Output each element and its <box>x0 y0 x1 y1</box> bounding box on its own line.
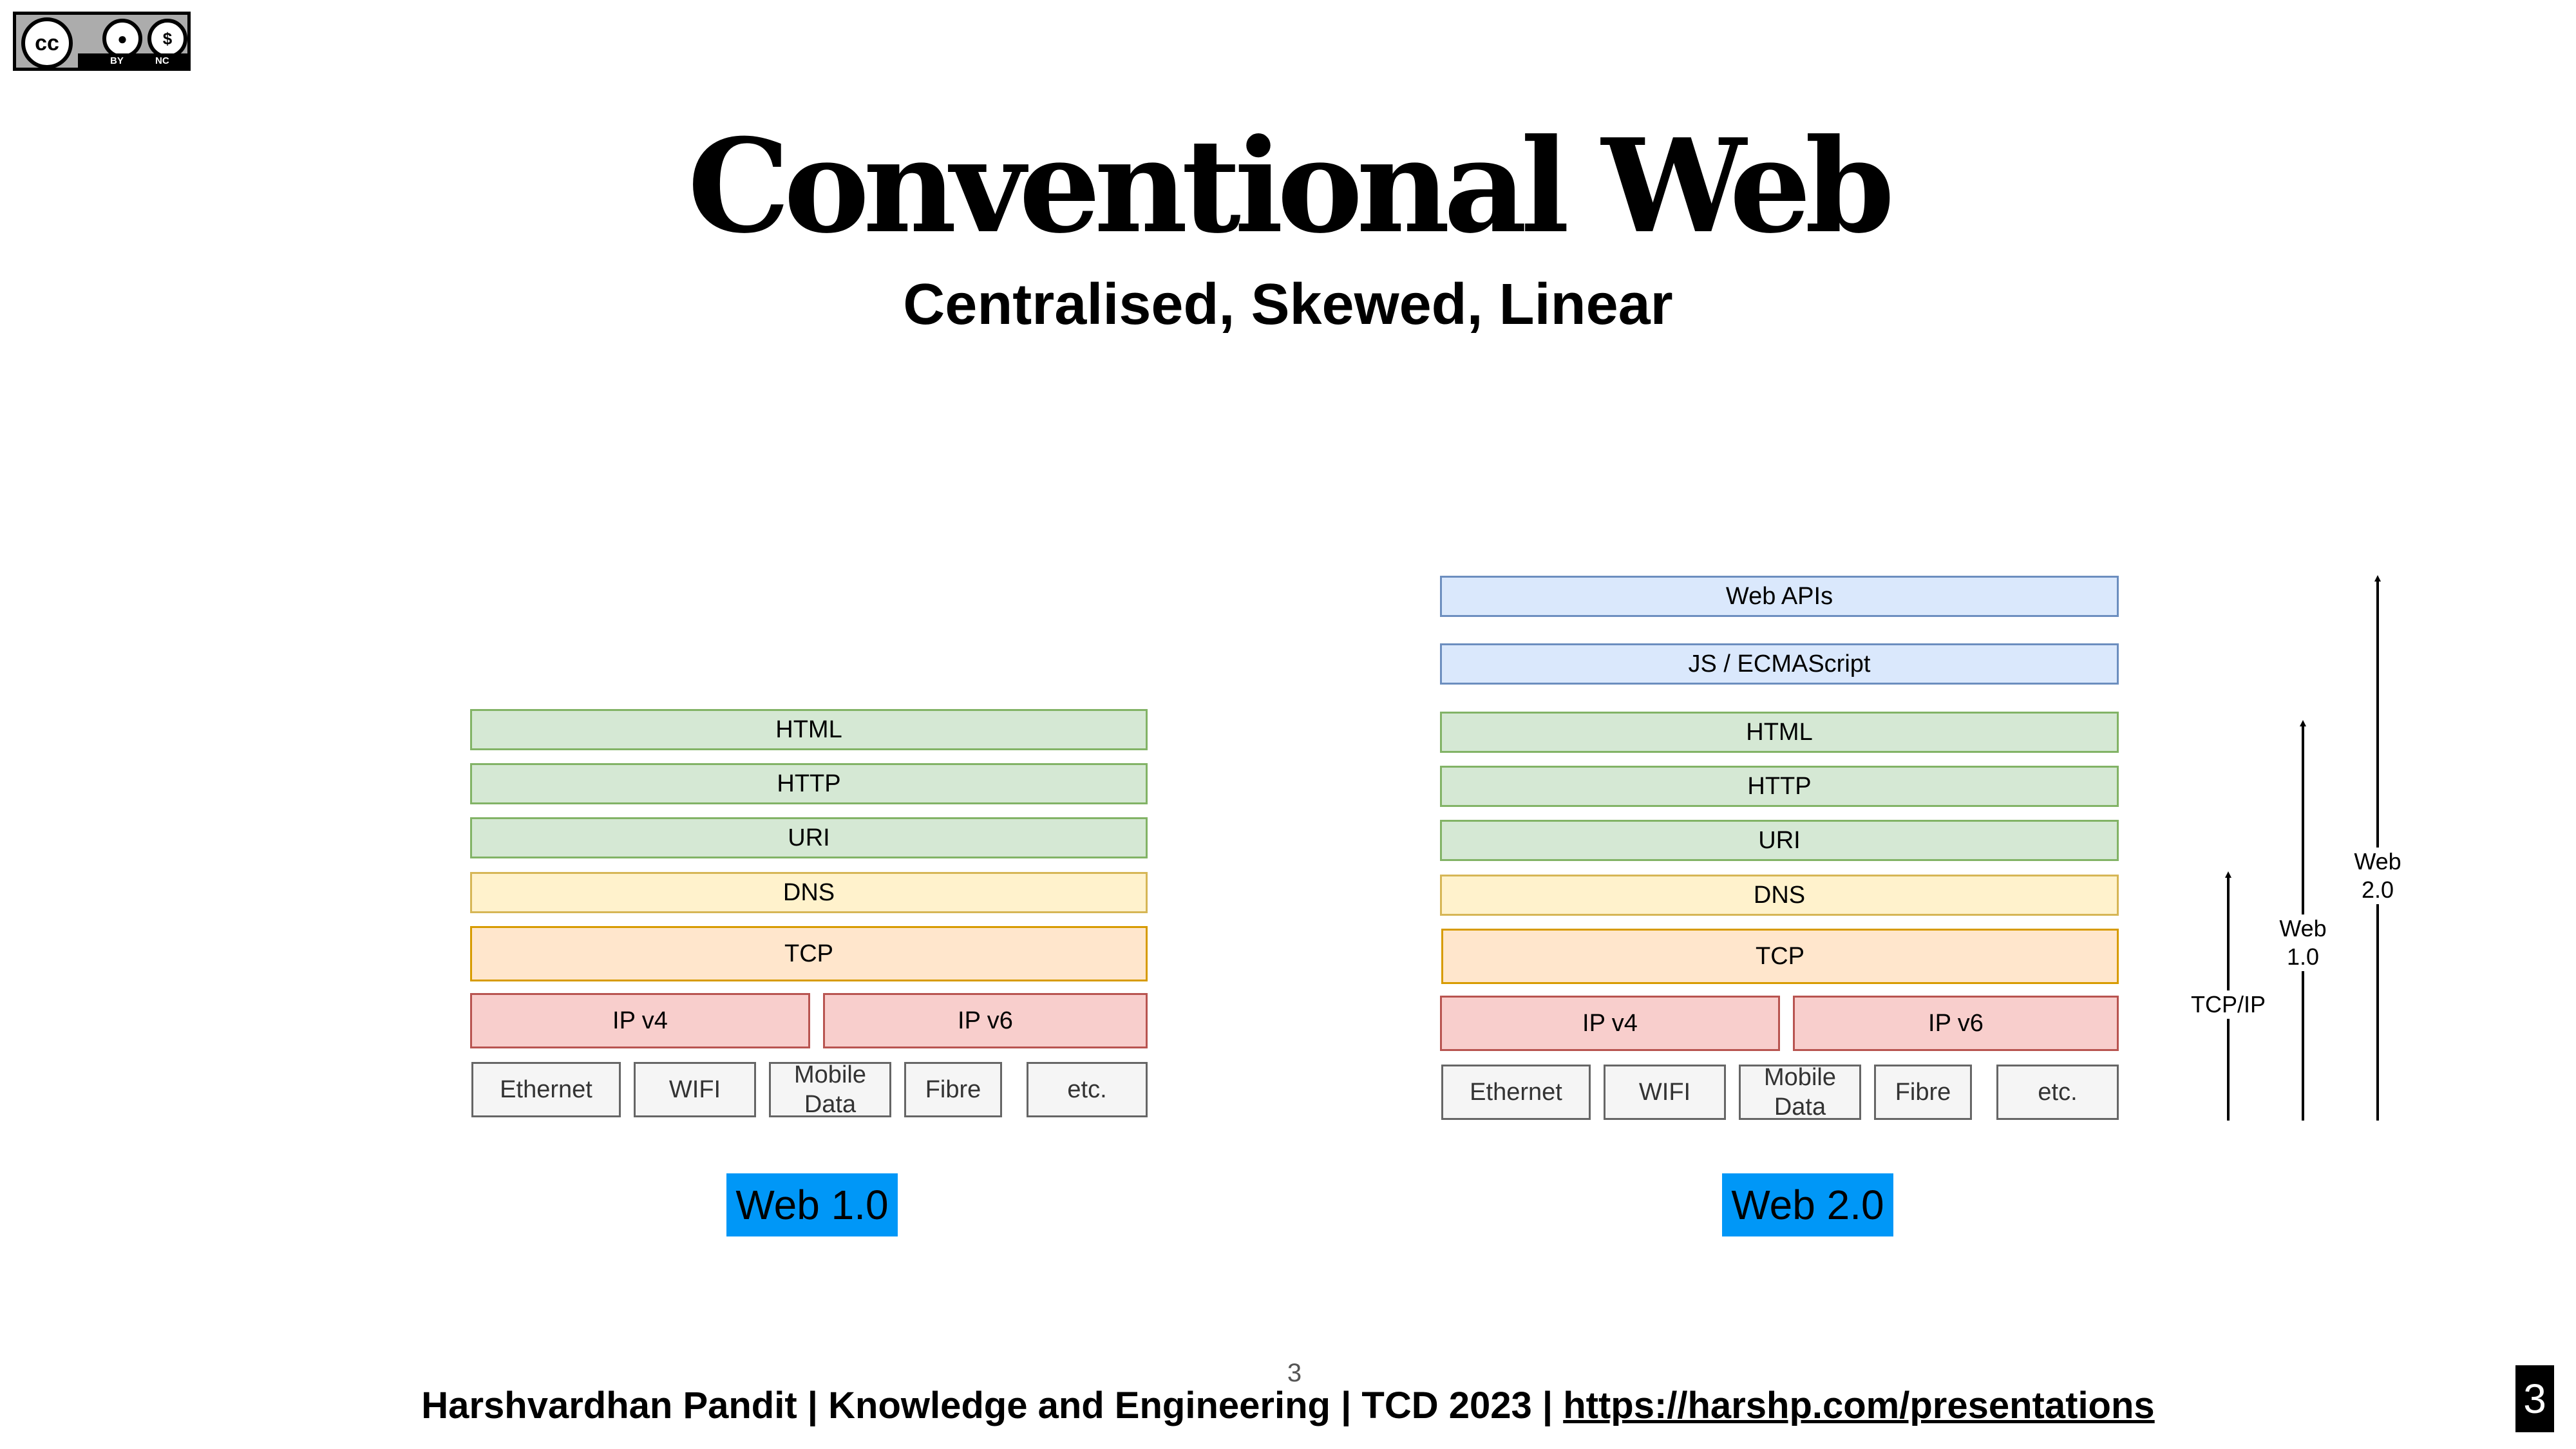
license-strip: BY NC <box>78 53 187 68</box>
web2-html-layer: HTML <box>1440 712 2119 753</box>
web1-ethernet-layer: Ethernet <box>471 1062 621 1117</box>
web1-etc-layer: etc. <box>1027 1062 1148 1117</box>
by-label: BY <box>110 55 124 66</box>
page-number: 3 <box>1287 1359 1302 1387</box>
noncommercial-icon: $ <box>147 19 187 59</box>
slide-title: Conventional Web <box>687 111 1895 262</box>
web1-ipv4-layer: IP v4 <box>470 993 810 1048</box>
attribution-icon: ● <box>102 19 142 59</box>
web2-arrow-label: Web 2.0 <box>2345 848 2410 904</box>
web1-fibre-layer: Fibre <box>904 1062 1002 1117</box>
web1-ipv6-layer: IP v6 <box>823 993 1148 1048</box>
web2-fibre-layer: Fibre <box>1874 1065 1972 1120</box>
footer-text: Harshvardhan Pandit | Knowledge and Engi… <box>421 1385 1564 1426</box>
web1-http-layer: HTTP <box>470 763 1148 804</box>
web2-wifi-layer: WIFI <box>1604 1065 1726 1120</box>
web1-uri-layer: URI <box>470 817 1148 858</box>
web2-uri-layer: URI <box>1440 820 2119 861</box>
web2-ipv6-layer: IP v6 <box>1793 996 2119 1051</box>
footer: Harshvardhan Pandit | Knowledge and Engi… <box>0 1383 2576 1428</box>
web1-mobile-data-layer: Mobile Data <box>769 1061 891 1118</box>
web2-js-layer: JS / ECMAScript <box>1440 643 2119 685</box>
web2-dns-layer: DNS <box>1440 875 2119 916</box>
web2-caption: Web 2.0 <box>1722 1173 1893 1236</box>
web2-etc-layer: etc. <box>1996 1065 2119 1120</box>
web2-http-layer: HTTP <box>1440 766 2119 807</box>
web1-tcp-layer: TCP <box>470 926 1148 981</box>
slide-number-badge: 3 <box>2515 1365 2554 1432</box>
nc-label: NC <box>155 55 169 66</box>
slide-subtitle: Centralised, Skewed, Linear <box>903 272 1673 337</box>
web1-arrow-label: Web 1.0 <box>2271 914 2335 971</box>
web1-html-layer: HTML <box>470 709 1148 750</box>
web2-ipv4-layer: IP v4 <box>1440 996 1780 1051</box>
stack-arrows <box>2225 575 2381 1121</box>
cc-icon: cc <box>21 17 73 69</box>
web1-dns-layer: DNS <box>470 872 1148 913</box>
cc-by-nc-icon: cc ● $ BY NC <box>13 12 191 71</box>
web2-tcp-layer: TCP <box>1441 929 2119 984</box>
web1-wifi-layer: WIFI <box>634 1062 756 1117</box>
web2-ethernet-layer: Ethernet <box>1441 1065 1591 1120</box>
web1-caption: Web 1.0 <box>726 1173 898 1236</box>
web2-webapis-layer: Web APIs <box>1440 576 2119 617</box>
web2-mobile-data-layer: Mobile Data <box>1739 1064 1861 1121</box>
tcpip-arrow-label: TCP/IP <box>2179 990 2277 1019</box>
presentations-link[interactable]: https://harshp.com/presentations <box>1563 1385 2155 1426</box>
